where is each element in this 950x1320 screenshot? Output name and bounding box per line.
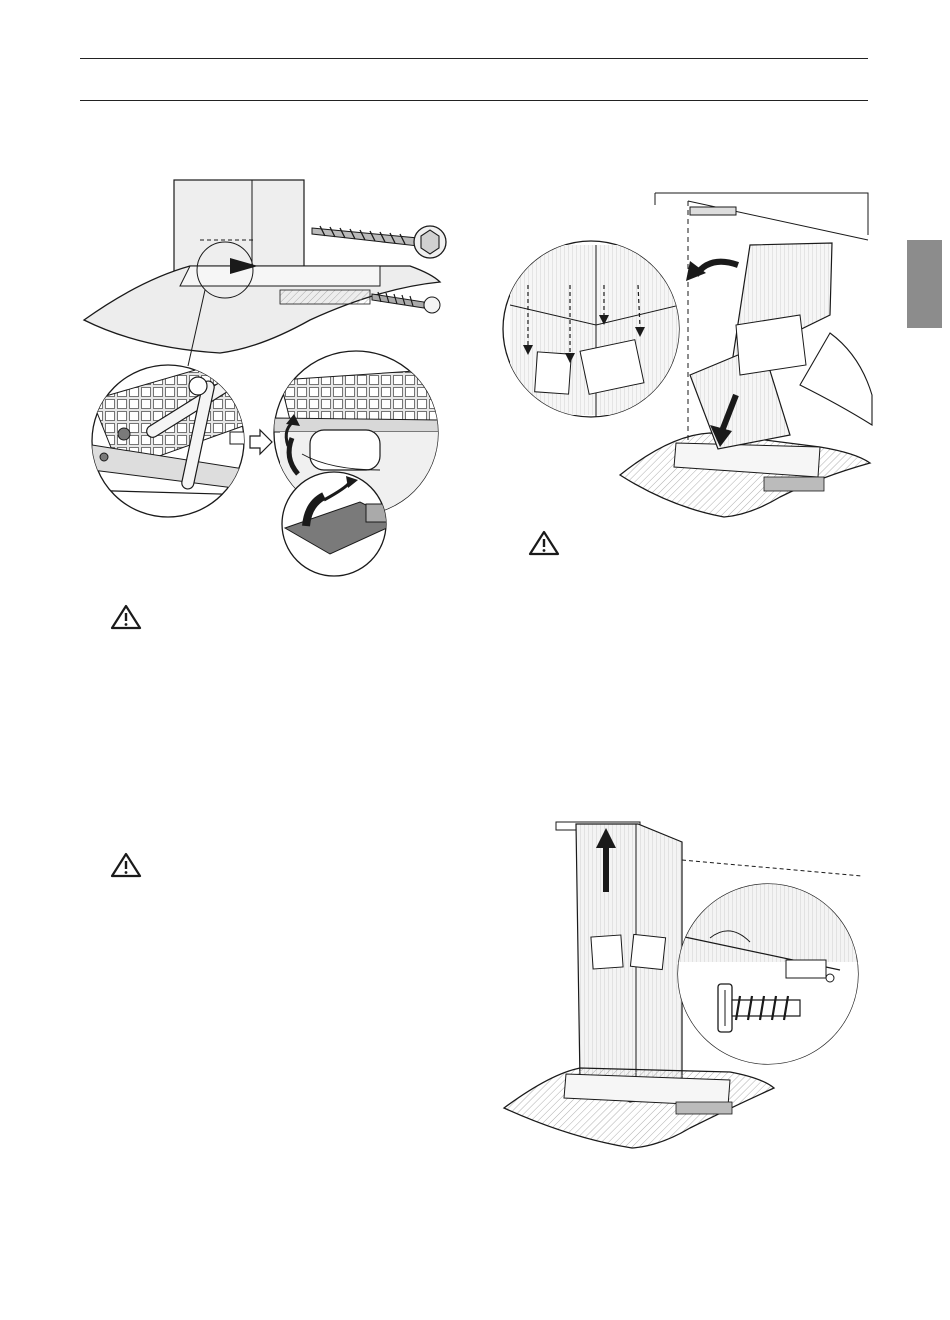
magnifier-callout-icon	[80, 360, 260, 517]
right-arrow-icon	[250, 430, 272, 454]
magnifier-callout-icon	[503, 241, 680, 417]
chimney	[576, 824, 682, 1102]
warning-icon	[110, 852, 142, 878]
header-bottom-rule	[80, 100, 868, 101]
magnifier-callout-icon	[676, 884, 866, 1072]
figure-chimney-attach	[500, 185, 875, 530]
figure-filter-fixing	[80, 170, 455, 580]
side-tab	[907, 240, 942, 328]
warning-icon	[528, 530, 560, 556]
header-band	[80, 59, 868, 101]
wall-plug-icon	[372, 292, 440, 313]
wood-screw-icon	[312, 226, 446, 258]
figure-chimney-raise	[500, 812, 875, 1157]
warning-icon	[110, 604, 142, 630]
